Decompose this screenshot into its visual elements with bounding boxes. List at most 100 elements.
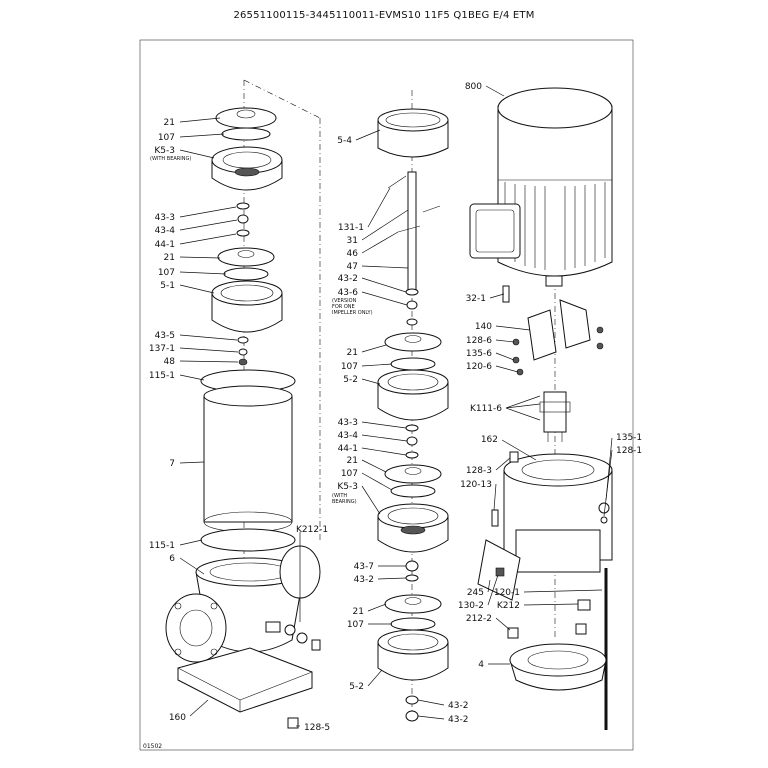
label-5-2: 5-2: [349, 682, 364, 692]
flange-left: [165, 593, 227, 663]
part-140-coupling: [527, 309, 557, 361]
part-7-sleeve: [203, 395, 293, 523]
part-107-mid-a: [390, 357, 436, 371]
label-note: IMPELLER ONLY): [332, 310, 373, 316]
label-note: FOR ONE: [332, 304, 355, 310]
motor-terminal-box: [469, 203, 521, 259]
part-44-1-left: [236, 229, 250, 237]
label-5-4: 5-4: [337, 136, 352, 146]
pump-head-base: [515, 529, 601, 573]
label-5-2: 5-2: [343, 375, 358, 385]
label-128-6: 128-6: [466, 336, 492, 346]
motor-shaft-end: [545, 275, 563, 287]
part-43-4-mid: [406, 436, 418, 446]
part-44-1-mid: [405, 451, 419, 459]
part-21-mid-c: [384, 594, 442, 614]
label-128-3: 128-3: [466, 466, 492, 476]
part-k212: [577, 599, 591, 611]
part-137-1: [238, 348, 248, 356]
label-43-2: 43-2: [354, 575, 374, 585]
part-31-shaft: [407, 171, 417, 291]
part-107-mid-b: [390, 484, 436, 498]
label-43-4: 43-4: [338, 431, 359, 441]
part-115-1-bottom: [200, 528, 296, 552]
label-note: (WITH: [332, 493, 347, 499]
label-k212-1: K212-1: [296, 525, 328, 535]
part-107-top: [221, 127, 271, 141]
label-31: 31: [347, 236, 358, 246]
label-107: 107: [347, 620, 364, 630]
label-48: 48: [164, 357, 176, 367]
label-32-1: 32-1: [466, 294, 486, 304]
label-107: 107: [158, 268, 175, 278]
label-note: BEARING): [332, 499, 357, 505]
label-135-6: 135-6: [466, 349, 492, 359]
label-800: 800: [465, 82, 482, 92]
label-160: 160: [169, 713, 186, 723]
part-128-5: [287, 717, 299, 729]
label-note: (VERSION: [332, 298, 357, 304]
part-107-second: [223, 267, 269, 281]
label-115-1: 115-1: [149, 541, 175, 551]
part-43-2-mid: [405, 288, 419, 296]
label-43-3: 43-3: [338, 418, 358, 428]
label-162: 162: [481, 435, 498, 445]
label-43-2: 43-2: [448, 715, 468, 725]
part-48: [238, 358, 248, 366]
part-21-second: [217, 247, 275, 267]
label-212-2: 212-2: [466, 614, 492, 624]
label-6: 6: [169, 554, 175, 564]
label-46: 46: [347, 249, 359, 259]
sheet-frame: [139, 39, 634, 751]
part-43-2-low-b: [405, 710, 419, 722]
label-43-7: 43-7: [354, 562, 374, 572]
label-21: 21: [347, 456, 358, 466]
label-4: 4: [478, 660, 484, 670]
label-107: 107: [158, 133, 175, 143]
label-128-1: 128-1: [616, 446, 642, 456]
label-137-1: 137-1: [149, 344, 175, 354]
part-k212-1a: [284, 624, 296, 636]
label-107: 107: [341, 469, 358, 479]
label-43-2: 43-2: [338, 274, 358, 284]
part-135-1: [598, 502, 610, 514]
right-column-parts: [469, 85, 613, 730]
label-43-4: 43-4: [155, 226, 176, 236]
label-7: 7: [169, 459, 175, 469]
label-note: (WITH BEARING): [150, 156, 191, 162]
label-130-2: 130-2: [458, 601, 484, 611]
label-245: 245: [467, 588, 484, 598]
part-128-3: [509, 451, 519, 463]
label-44-1: 44-1: [155, 240, 175, 250]
label-k5-3: K5-3: [154, 146, 175, 156]
label-128-5: 128-5: [304, 723, 330, 733]
label-47: 47: [347, 262, 358, 272]
drawing-code: 01502: [143, 743, 163, 750]
label-107: 107: [341, 362, 358, 372]
part-131-1-key: [387, 175, 407, 189]
label-43-3: 43-3: [155, 213, 175, 223]
label-120-6: 120-6: [466, 362, 492, 372]
middle-column-parts: [355, 90, 449, 722]
label-k5-3: K5-3: [337, 482, 358, 492]
label-120-13: 120-13: [460, 480, 492, 490]
part-43-6: [406, 300, 418, 310]
label-k111-6: K111-6: [470, 404, 502, 414]
label-115-1: 115-1: [149, 371, 175, 381]
drawing-title: 26551100115-3445110011-EVMS10 11F5 Q1BEG…: [233, 10, 535, 21]
label-k212: K212: [497, 601, 520, 611]
label-21: 21: [164, 253, 175, 263]
left-column-parts: [165, 79, 321, 729]
part-107-mid-c: [390, 617, 436, 631]
label-21: 21: [353, 607, 364, 617]
part-43-3-left: [236, 202, 250, 210]
label-135-1: 135-1: [616, 433, 642, 443]
part-43-5: [237, 336, 249, 344]
part-21-mid-a: [384, 332, 442, 352]
part-43-2-mid-b: [405, 574, 419, 582]
label-43-5: 43-5: [155, 331, 175, 341]
label-21: 21: [347, 348, 358, 358]
part-43-7: [405, 560, 419, 572]
